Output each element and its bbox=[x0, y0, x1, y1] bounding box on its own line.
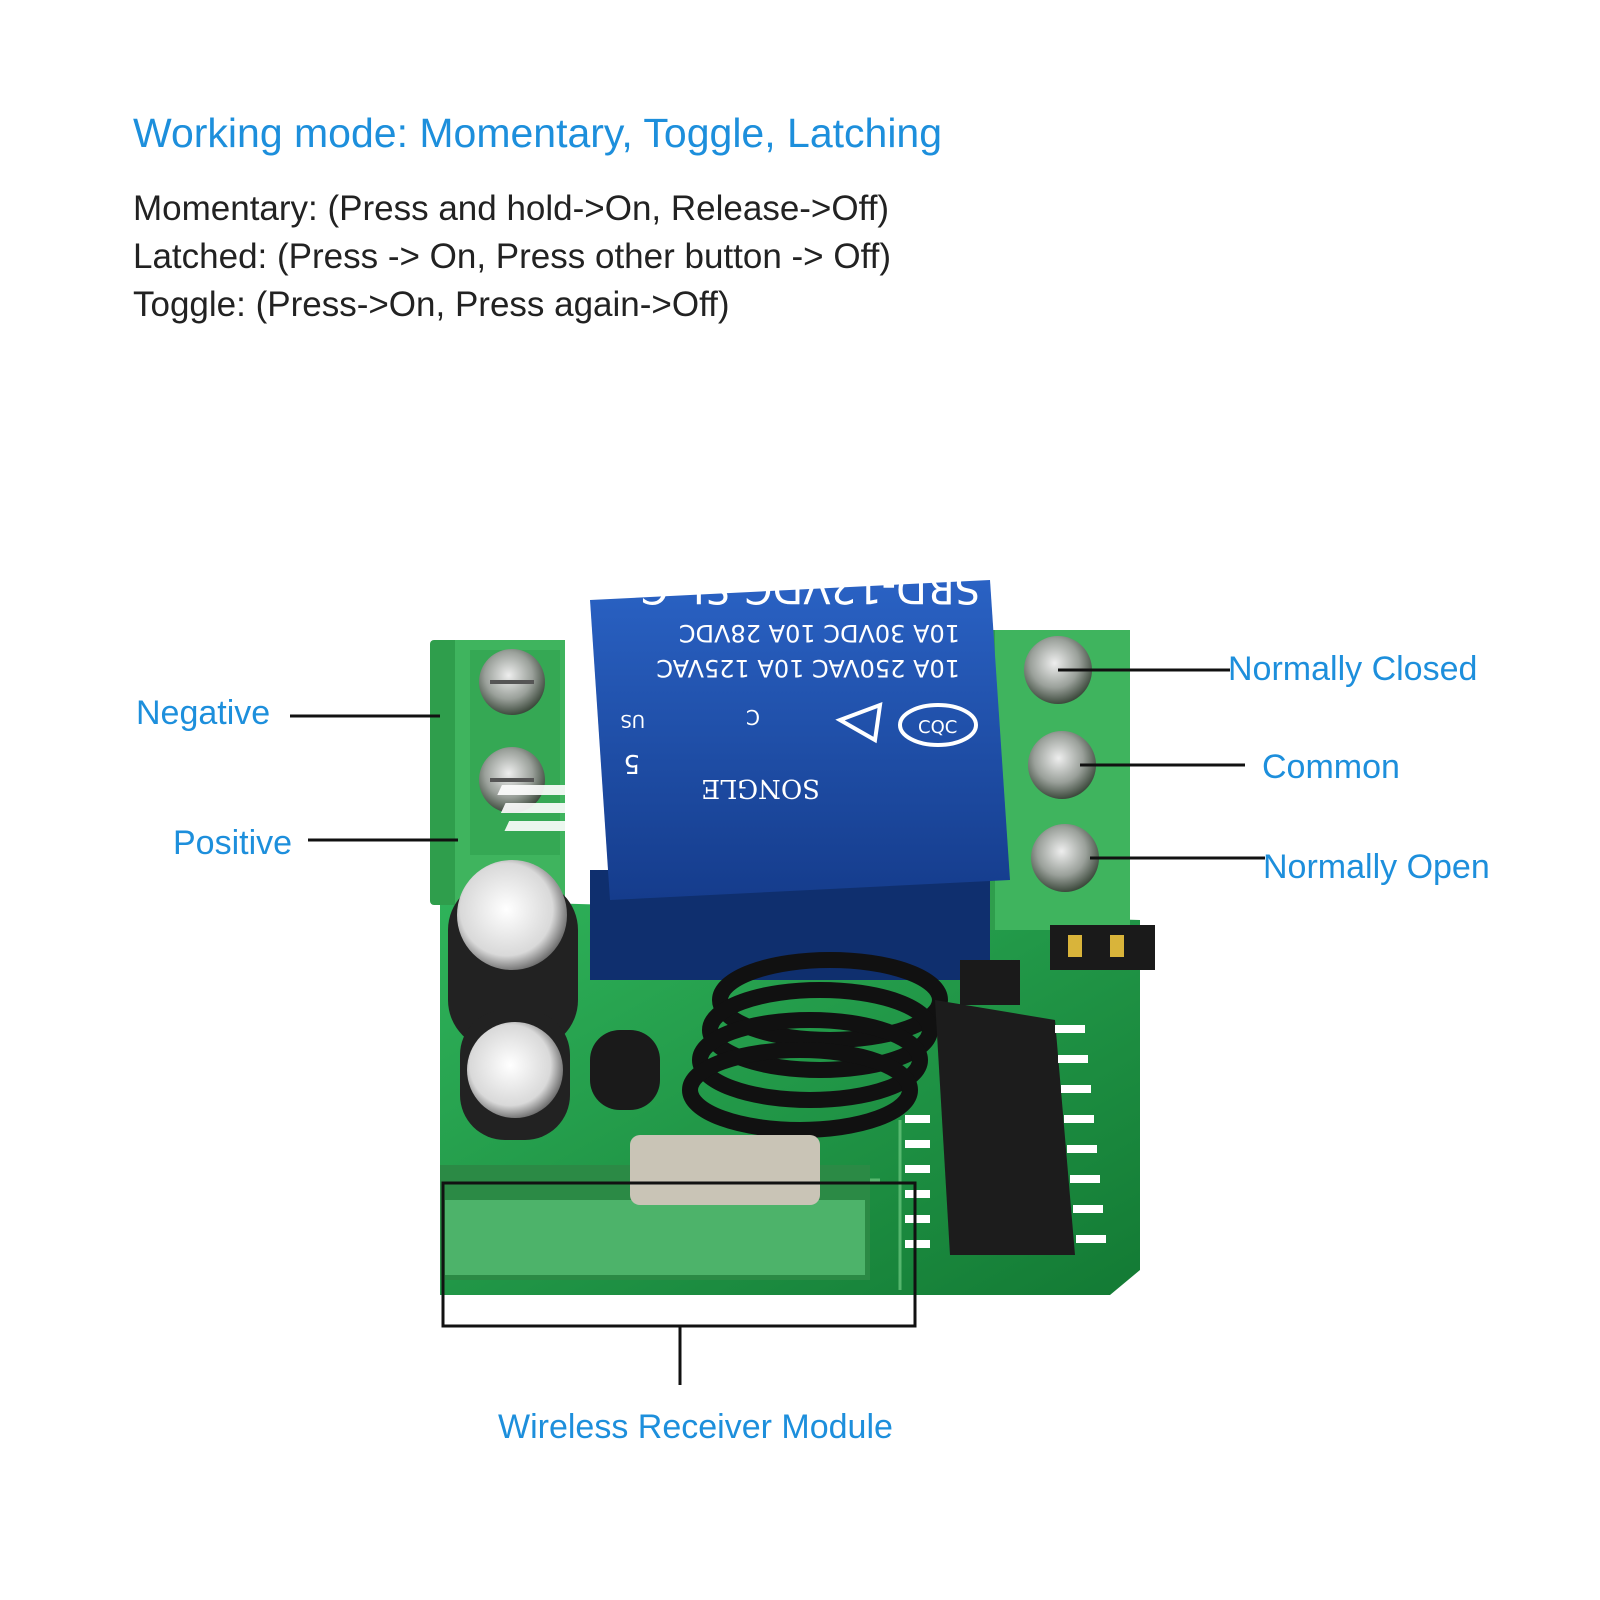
relay-mark-c: C bbox=[746, 705, 760, 729]
label-wireless-receiver-module: Wireless Receiver Module bbox=[498, 1408, 893, 1446]
mode-latched: Latched: (Press -> On, Press other butto… bbox=[133, 237, 892, 276]
label-normally-open: Normally Open bbox=[1263, 848, 1490, 886]
relay-rating-2: 10A 250VAC 10A 125VAC bbox=[656, 654, 960, 682]
mode-list: Momentary: (Press and hold->On, Release-… bbox=[133, 185, 891, 329]
left-terminal-block bbox=[430, 640, 565, 905]
label-common: Common bbox=[1262, 748, 1400, 786]
working-mode-heading: Working mode: Momentary, Toggle, Latchin… bbox=[133, 110, 943, 156]
relay-brand: SONGLE bbox=[701, 773, 820, 803]
relay-model-text: SRD-12VDC-SL-C bbox=[641, 565, 980, 611]
label-positive: Positive bbox=[173, 824, 293, 862]
capacitors bbox=[448, 860, 578, 1140]
relay-rating-1: 10A 30VDC 10A 28VDC bbox=[679, 619, 960, 647]
jumper-header bbox=[960, 925, 1155, 1005]
relay-mark-us: US bbox=[620, 710, 645, 731]
relay: SRD-12VDC-SL-C 10A 30VDC 10A 28VDC 10A 2… bbox=[497, 565, 1010, 980]
relay-mark-cqc: CQC bbox=[918, 717, 957, 738]
mode-toggle: Toggle: (Press->On, Press again->Off) bbox=[133, 285, 730, 324]
relay-mark-5: 5 bbox=[623, 748, 640, 778]
ic-chip bbox=[905, 1000, 1106, 1255]
label-normally-closed: Normally Closed bbox=[1228, 650, 1478, 688]
label-negative: Negative bbox=[136, 694, 271, 732]
mode-momentary: Momentary: (Press and hold->On, Release-… bbox=[133, 189, 890, 228]
right-terminal-block bbox=[980, 630, 1130, 930]
antenna-coil bbox=[682, 952, 948, 1138]
